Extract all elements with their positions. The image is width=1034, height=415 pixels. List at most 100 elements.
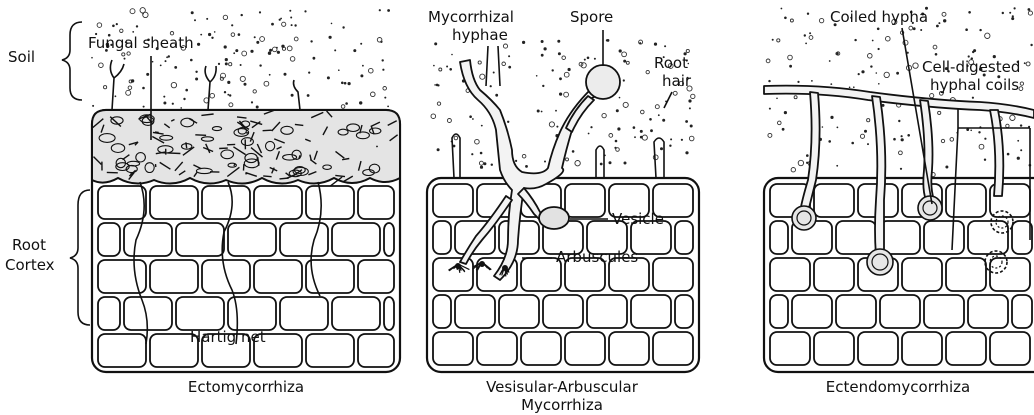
soil-particle	[819, 18, 823, 22]
soil-particle	[851, 142, 854, 145]
soil-particle	[291, 24, 293, 26]
cortex-cell	[653, 258, 693, 291]
soil-particle	[776, 98, 778, 100]
soil-particle	[522, 154, 526, 158]
soil-particle	[490, 85, 492, 87]
caption-vam-line1: Vesisular-Arbuscular	[486, 378, 639, 396]
soil-particle	[334, 49, 336, 51]
cortex-cell	[968, 295, 1008, 328]
cortex-cell	[280, 223, 328, 256]
soil-particle	[387, 9, 390, 12]
soil-particle	[584, 59, 586, 61]
soil-particle	[854, 39, 856, 41]
soil-particle	[650, 129, 653, 132]
cortex-cell	[946, 332, 986, 365]
arbuscule-base	[455, 263, 461, 269]
soil-particle	[1012, 15, 1014, 17]
soil-particle	[387, 106, 389, 108]
soil-particle	[590, 126, 592, 128]
soil-particle	[907, 134, 910, 137]
soil-particle	[870, 65, 872, 67]
soil-particle	[327, 76, 330, 79]
soil-particle	[868, 54, 873, 59]
soil-particle	[782, 128, 785, 131]
soil-particle	[556, 126, 558, 128]
soil-particle	[384, 97, 386, 99]
soil-particle	[558, 52, 561, 55]
cortex-cell	[332, 297, 380, 330]
soil-particle	[329, 36, 332, 39]
soil-particle	[797, 81, 799, 83]
soil-particle	[140, 8, 145, 13]
soil-particle	[483, 162, 486, 165]
soil-particle	[784, 17, 787, 20]
soil-particle	[471, 153, 473, 155]
soil-particle	[304, 10, 306, 12]
soil-particle	[242, 51, 247, 56]
soil-particle	[92, 105, 94, 107]
soil-particle	[555, 110, 557, 112]
cortex-cell	[792, 295, 832, 328]
cortex-cell	[176, 223, 224, 256]
soil-particle	[495, 94, 498, 97]
soil-particle	[609, 134, 613, 138]
soil-particle	[828, 140, 831, 143]
soil-particle	[241, 14, 243, 16]
soil-particle	[938, 22, 940, 24]
soil-particle	[131, 79, 134, 82]
soil-particle	[562, 56, 566, 60]
soil-particle	[227, 81, 230, 84]
cortex-cell	[306, 334, 354, 367]
mycorrhizal-hyphae-label-line2: hyphae	[452, 26, 508, 44]
cortex-cell	[880, 295, 920, 328]
soil-particle	[600, 163, 603, 166]
soil-particle	[878, 83, 880, 85]
cortex-cell	[946, 184, 986, 217]
soil-particle	[480, 166, 483, 169]
soil-particle	[142, 87, 145, 90]
soil-particle	[290, 57, 295, 62]
penetrating-hypha	[990, 110, 1003, 196]
root-hair	[596, 146, 604, 178]
vesicle-body	[539, 207, 569, 229]
soil-particle	[790, 19, 793, 22]
panel-vesicular-arbuscular: Mycorrhizal hyphae Spore Root hair Vesic…	[427, 8, 699, 414]
soil-particle	[805, 43, 807, 45]
soil-particle	[938, 111, 941, 114]
panel-ectomycorrhiza: Fungal sheath Hartig net Ectomycorrhiza	[88, 34, 400, 396]
soil-particle	[641, 110, 645, 114]
soil-particle	[183, 98, 185, 100]
cortex-cell	[332, 223, 380, 256]
soil-particle	[260, 37, 265, 42]
cortex-cell	[98, 297, 120, 330]
soil-particle	[791, 168, 795, 172]
cell-digested-label-line2: hyphal coils	[930, 76, 1019, 94]
soil-particle	[849, 87, 851, 89]
soil-particle	[480, 74, 485, 79]
root-hair-label-line2: hair	[662, 72, 692, 90]
soil-particle	[943, 19, 946, 22]
soil-particle	[480, 152, 483, 155]
soil-particle	[128, 86, 132, 90]
cortex-cell	[433, 295, 451, 328]
soil-particle	[525, 165, 528, 168]
soil-particle	[268, 52, 271, 55]
soil-particle	[544, 161, 546, 163]
soil-particle	[259, 11, 261, 13]
soil-particle	[544, 47, 547, 50]
soil-particle	[282, 47, 285, 50]
cell-digested-label-line1: Cell-digested	[922, 58, 1020, 76]
soil-particle	[449, 68, 452, 71]
cortex-cell	[836, 295, 876, 328]
soil-particle	[307, 94, 310, 97]
soil-particle	[619, 49, 622, 52]
cortex-cell	[902, 332, 942, 365]
soil-particle	[588, 133, 590, 135]
soil-particle	[478, 61, 481, 64]
soil-particle	[165, 60, 167, 62]
cortex-cell	[150, 186, 198, 219]
soil-particle	[572, 150, 575, 153]
soil-particle	[250, 50, 253, 53]
soil-particle	[830, 116, 833, 119]
soil-particle	[360, 43, 362, 45]
